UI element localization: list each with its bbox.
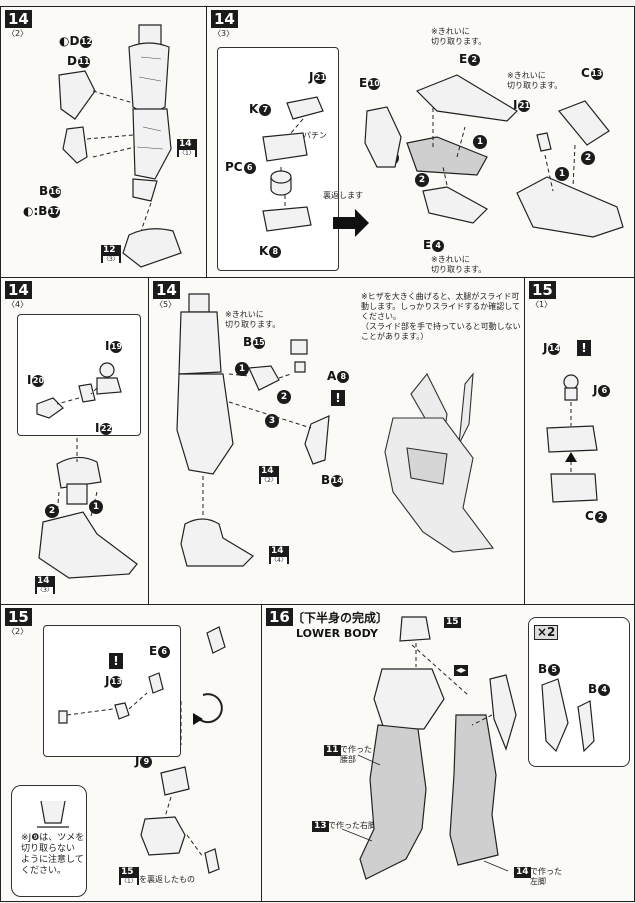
step-marker-1: 1 [235,362,249,376]
sub-panel-detail [17,314,141,436]
right-leg-note: で作った右脚 [328,821,376,830]
step-sub: 〈1〉 [531,300,553,309]
hip-cover-illustration [37,626,226,874]
snap-note: パチン [303,131,327,140]
step-title: 〔下半身の完成〕 [292,611,389,625]
part-label-i21: I21 [513,98,531,112]
step-marker-2: 2 [277,390,291,404]
cut-note-1: ※きれいに 切り取ります。 [431,27,487,46]
ref-step-11: 11 [324,745,341,756]
hip-joint-illustration [546,374,598,503]
part-label-d11: D11 [67,54,90,68]
panel-step-14-4: 14 〈4〉 I19 I20 I22 14〈3〉 2 1 [0,277,149,605]
ankle-joint-illustration [36,362,138,579]
warning-icon: ! [331,390,345,406]
part-label-j21: J21 [309,70,327,84]
left-leg-note: で作った 左脚 [530,867,562,886]
step-number: 15 [529,281,556,299]
step-subtitle: LOWER BODY [296,627,378,640]
step-marker-2: 2 [415,173,429,187]
knee-slide-note: ※ヒザを大きく曲げると、太腿がスライド可動します。しっかりスライドするか確認して… [361,292,521,341]
part-label-i19: I19 [105,339,123,353]
step-marker-1: 1 [555,167,569,181]
ref-step-14-4: 14〈4〉 [269,546,289,564]
part-label-e10: E10 [359,76,381,90]
leg-frame-illustration [58,24,182,268]
thigh-assembly-illustration [176,293,495,567]
ref-step-14-3: 14〈3〉 [35,576,55,594]
step-marker-2: 2 [45,504,59,518]
step-sub: 〈4〉 [7,300,29,309]
part-label-b17: ◐:B17 [23,204,61,218]
claw-caution-note: ※J❾は、ツメを 切り取らない ように注意して ください。 [21,833,85,876]
step-sub: 〈2〉 [7,29,29,38]
flip-note: 裏返します [323,191,363,200]
ref-step-14: 14 [514,867,531,878]
part-label-j13: J13 [105,674,123,688]
panel-step-16: 16 〔下半身の完成〕 LOWER BODY 15 11 で作った 腰部 13 … [261,604,635,902]
cut-note-2: ※きれいに 切り取ります。 [431,255,487,274]
cut-note-3: ※きれいに 切り取ります。 [507,71,563,90]
ref-step-13: 13 [312,821,329,832]
panel-step-14-2: 14 〈2〉 ◐D12 D11 B16 ◐:B17 14〈1〉 12〈3〉 [0,6,207,278]
step-number: 14 [153,281,180,299]
part-label-b15: B15 [243,335,266,349]
waist-note: で作った 腰部 [340,745,372,764]
ref-step-15-1: 15〈1〉 [119,867,139,885]
part-label-b14: B14 [321,473,344,487]
step-number: 14 [211,10,238,28]
step-number: 15 [5,608,32,626]
warning-icon: ! [109,653,123,669]
swap-icon: ◐ [23,204,34,218]
part-label-j14: J14 [543,341,561,355]
flipped-note: を裏返したもの [139,875,195,884]
swap-icon: ◐ [59,34,70,48]
lower-body-illustration [341,616,595,880]
warning-icon: ! [577,340,591,356]
part-label-d12: ◐D12 [59,34,93,48]
part-label-i20: I20 [27,373,45,387]
part-label-b16: B16 [39,184,62,198]
step-marker-1: 1 [473,135,487,149]
part-label-i22: I22 [95,421,113,435]
ref-step-14-2: 14〈2〉 [259,466,279,484]
step-sub: 〈3〉 [213,29,235,38]
cut-note: ※きれいに 切り取ります。 [225,310,281,329]
ref-step-12-3: 12〈3〉 [101,245,121,263]
knee-parts-illustration [262,74,624,238]
ref-step-14-1: 14〈1〉 [177,139,197,157]
step-marker-3: 3 [265,414,279,428]
step-marker-1: 1 [89,500,103,514]
ref-step-15: 15 [444,617,461,628]
step-number: 14 [5,10,32,28]
part-label-c13: C13 [581,66,603,80]
step-sub: 〈2〉 [7,627,29,636]
step-number: 14 [5,281,32,299]
step-number: 16 [266,608,293,626]
slide-icon: ◂▸ [454,665,469,676]
step-sub: 〈5〉 [155,300,177,309]
step-marker-2: 2 [581,151,595,165]
quantity-label: ×2 [534,625,559,640]
